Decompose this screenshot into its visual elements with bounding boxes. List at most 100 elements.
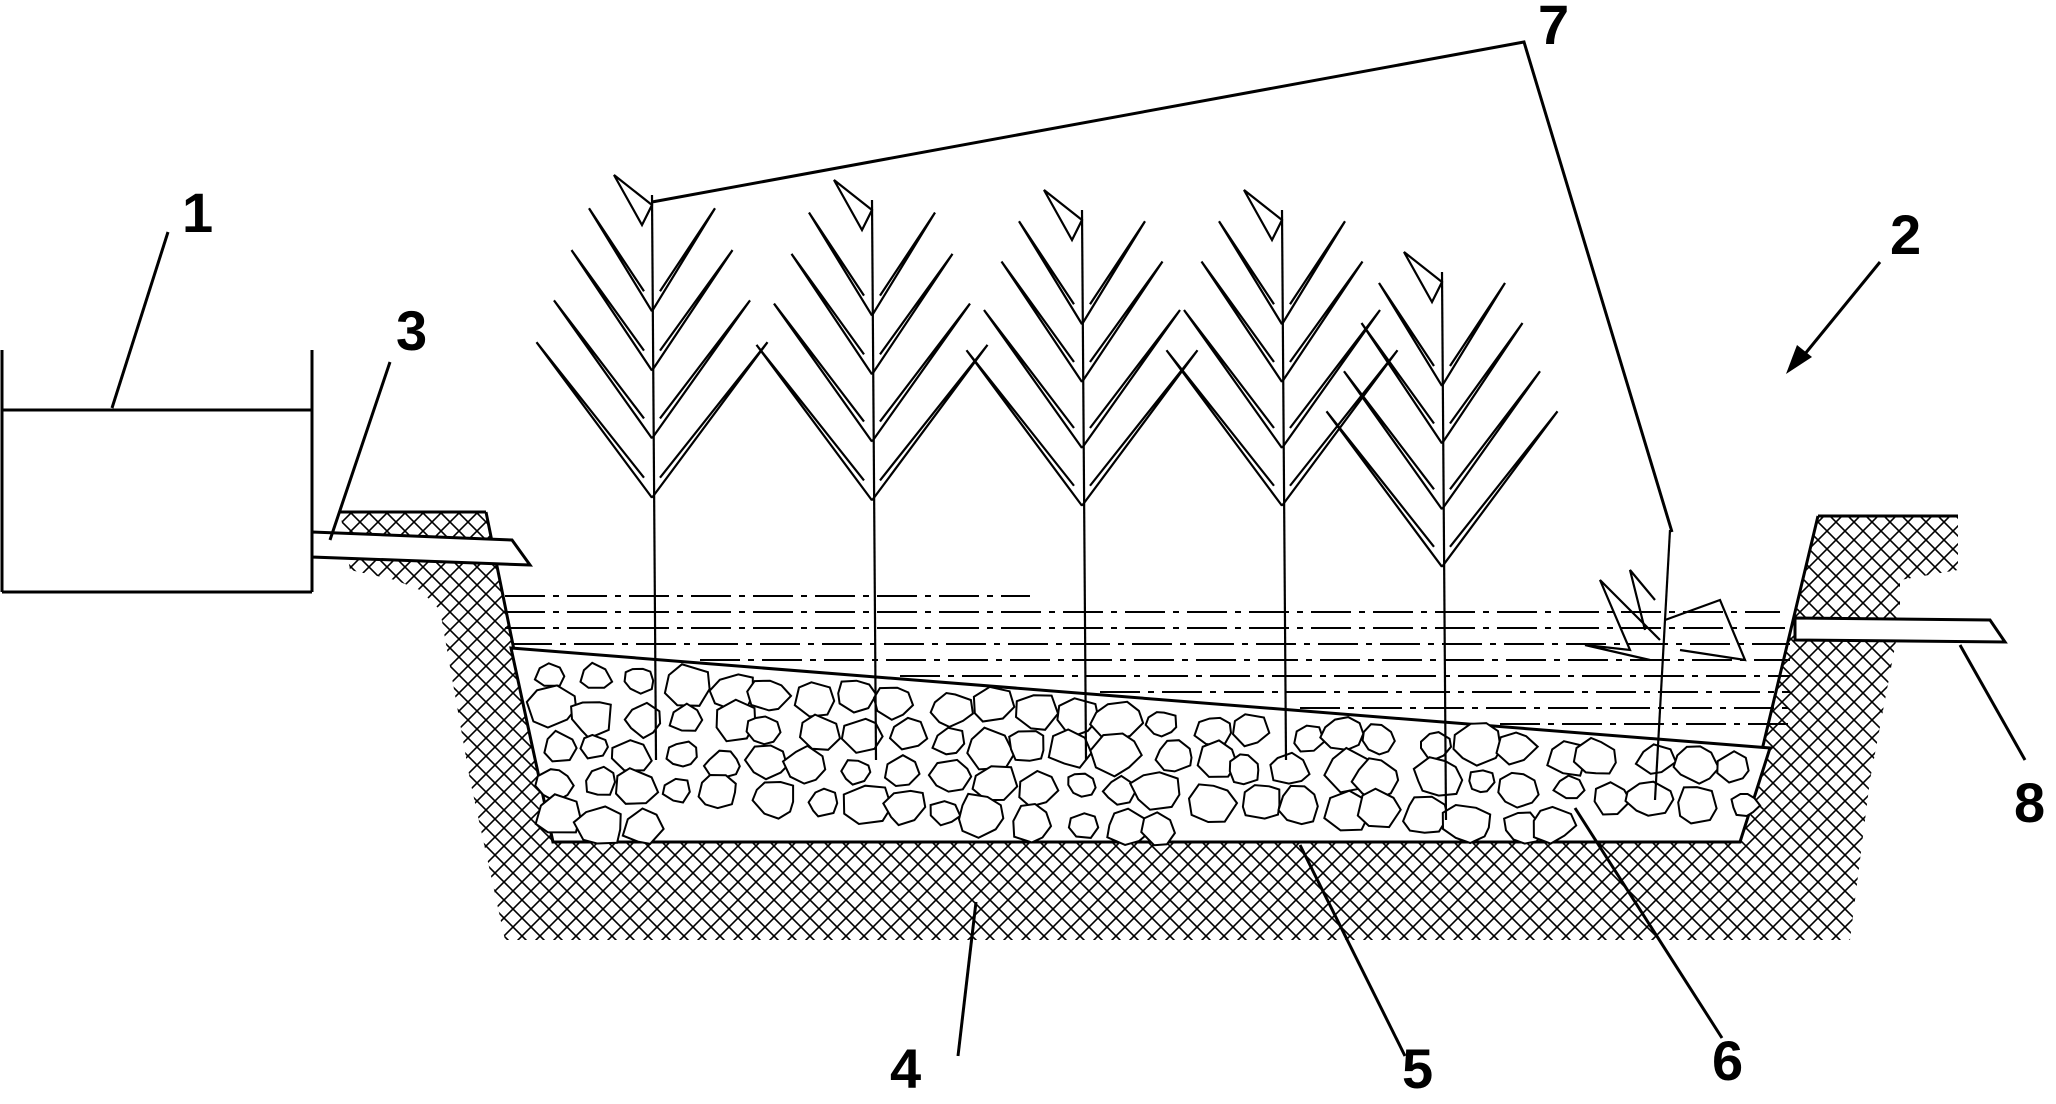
gravel-stone <box>579 733 609 760</box>
reed-leaf <box>755 344 873 502</box>
reed-leaf <box>1080 209 1088 761</box>
gravel-stone <box>793 681 836 718</box>
gravel-stone <box>842 784 893 826</box>
reed-leaf <box>1018 220 1083 325</box>
reed-leaf <box>833 179 874 233</box>
gravel-stone <box>525 684 578 729</box>
reed-leaf <box>1360 322 1443 445</box>
reed-leaf <box>1165 349 1283 507</box>
reed-leaf <box>1281 220 1346 325</box>
reed-leaf <box>1403 251 1444 305</box>
gravel-stone <box>883 754 921 788</box>
label-wetland: 2 <box>1890 203 1921 266</box>
gravel-stone <box>929 800 962 827</box>
reed-leaf <box>1081 349 1199 507</box>
gravel-stone <box>1361 723 1396 756</box>
reed-leaf <box>871 344 989 502</box>
reed-leaf <box>1378 282 1443 387</box>
gravel-stone <box>1677 786 1718 825</box>
reed-leaf <box>773 302 873 443</box>
reed-leaf <box>651 207 716 312</box>
label-gravel-fill: 6 <box>1712 1029 1743 1092</box>
gravel-stone <box>1106 807 1152 846</box>
gravel-stone <box>972 685 1016 723</box>
reed-leaf <box>871 302 971 443</box>
gravel-stone <box>840 717 884 754</box>
reed-leaf <box>871 211 936 317</box>
reed-leaf <box>651 299 751 440</box>
leader-lines <box>110 40 2027 1057</box>
reed-leaf <box>1043 189 1084 243</box>
gravel-stone <box>837 679 878 714</box>
gravel-stone <box>1277 784 1319 826</box>
gravel-stone <box>665 740 698 768</box>
reed-leaf <box>1441 282 1506 387</box>
gravel-stone <box>1140 811 1177 847</box>
gravel-stone <box>931 726 966 756</box>
gravel-stone <box>807 787 839 818</box>
reed-leaf <box>1000 260 1083 383</box>
gravel-stone <box>1269 751 1311 785</box>
gravel-stone <box>572 805 622 845</box>
gravel-stone <box>1012 802 1053 844</box>
reed-leaf <box>1664 598 1747 662</box>
reed-leaf <box>535 341 653 499</box>
label-soil-base: 4 <box>890 1037 921 1100</box>
reed-leaf <box>1183 309 1283 449</box>
reed-leaf <box>1281 349 1399 507</box>
gravel-stone <box>927 758 973 793</box>
gravel-stone <box>1008 730 1045 762</box>
gravel-stone <box>579 661 614 689</box>
gravel-stone <box>1552 774 1586 800</box>
gravel-stone <box>1412 756 1464 797</box>
reed-leaf <box>1200 260 1283 383</box>
reed-leaf <box>871 253 954 376</box>
reed-leaf <box>1280 209 1288 761</box>
reed-leaf <box>1218 220 1283 325</box>
gravel-stone <box>1154 739 1193 773</box>
reed-leaf <box>1653 529 1672 801</box>
gravel-stone <box>1420 731 1453 760</box>
gravel-stone <box>1532 805 1578 845</box>
gravel-stone <box>1231 713 1271 748</box>
reed-leaf <box>1325 410 1443 568</box>
gravel-stone <box>534 793 582 834</box>
gravel-stone <box>1293 724 1326 753</box>
soil-base <box>340 512 1958 940</box>
gravel-stone <box>1572 736 1617 775</box>
gravel-stone <box>697 773 737 810</box>
gravel-stone <box>1634 743 1678 775</box>
reed-leaf <box>1081 220 1146 325</box>
reed-leaf <box>1081 309 1181 449</box>
gravel-stone <box>840 759 872 786</box>
gravel-stone <box>610 739 653 772</box>
gravel-stone <box>888 716 929 751</box>
gravel-stone <box>1187 783 1239 824</box>
gravel-stone <box>1014 694 1060 731</box>
reed-leaf <box>1281 260 1364 383</box>
wetland-arrowhead <box>1786 345 1812 374</box>
reed-leaf <box>1281 309 1381 449</box>
reed-leaf <box>650 194 658 761</box>
reed-leaf <box>870 199 878 761</box>
gravel-stone <box>1495 731 1540 766</box>
reed-leaf <box>570 249 653 372</box>
gravel-stone <box>1497 771 1540 809</box>
reed-leaf <box>965 349 1083 507</box>
gravel-stone <box>1241 784 1281 820</box>
gravel-stone <box>957 792 1005 839</box>
reed-leaf <box>553 299 653 440</box>
gravel-stone <box>872 686 915 721</box>
reed-leaf <box>983 309 1083 449</box>
reed-leaf <box>1441 410 1559 568</box>
gravel-stone <box>1452 722 1502 767</box>
gravel-stone <box>1018 769 1060 808</box>
gravel-stone <box>971 765 1019 802</box>
reed-leaf <box>808 211 873 317</box>
gravel-stone <box>1401 795 1450 834</box>
gravel-stone <box>1047 728 1093 769</box>
gravel-stone <box>1101 774 1137 806</box>
gravel-stone <box>751 780 795 820</box>
reed-leaf <box>651 249 734 372</box>
